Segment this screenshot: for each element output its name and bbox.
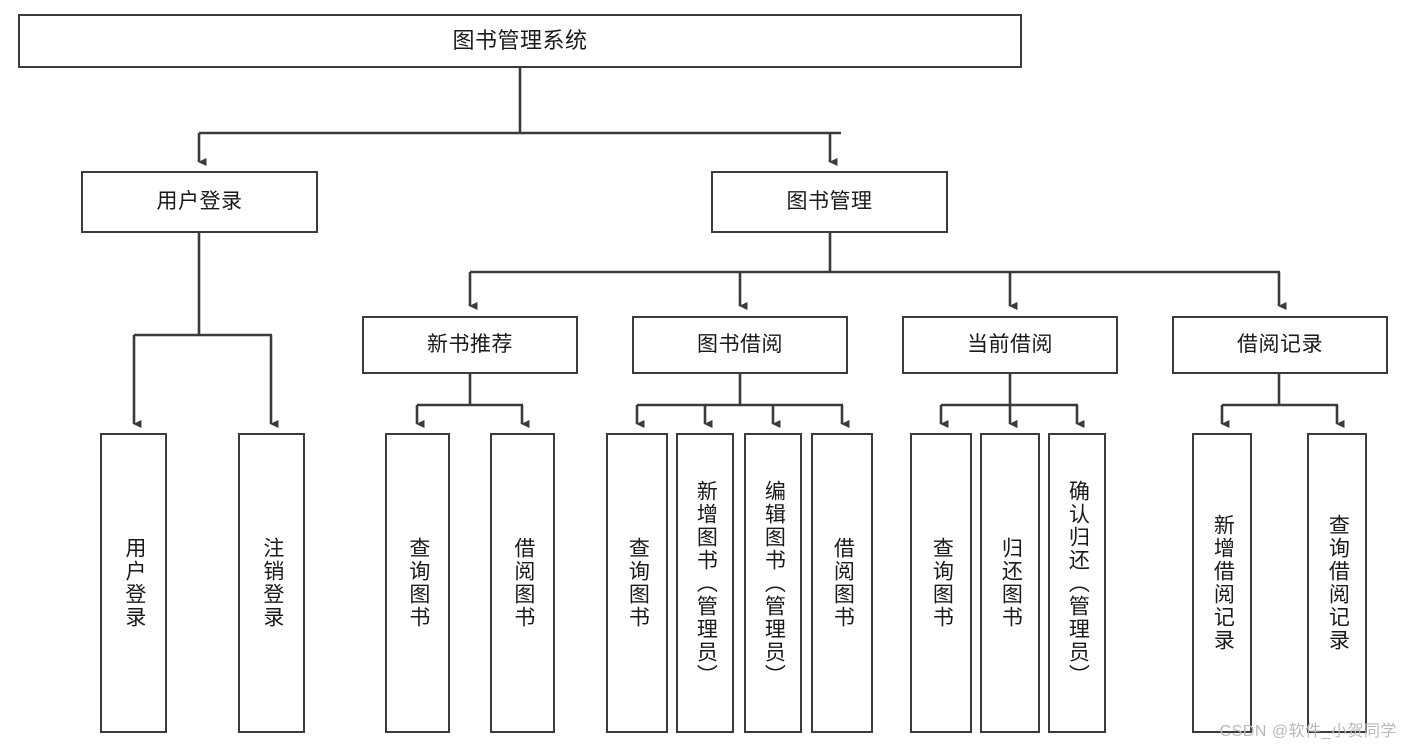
node-leaf-user-login[interactable]: 用户登录 [100,433,167,733]
node-current-borrow[interactable]: 当前借阅 [902,316,1118,374]
node-leaf-edit-book[interactable]: 编辑图书（管理员） [744,433,802,733]
node-borrow-record[interactable]: 借阅记录 [1172,316,1388,374]
node-leaf-borrow-book-2[interactable]: 借阅图书 [811,433,873,733]
node-leaf-query-record[interactable]: 查询借阅记录 [1307,433,1367,733]
node-leaf-add-record-label: 新增借阅记录 [1211,514,1235,652]
node-leaf-add-book-label: 新增图书（管理员） [694,479,718,687]
node-user-login-label: 用户登录 [156,190,243,214]
node-new-book-rec-label: 新书推荐 [427,333,513,357]
node-leaf-borrow-book-2-label: 借阅图书 [831,537,855,629]
node-leaf-user-login-label: 用户登录 [122,537,146,629]
node-book-manage-label: 图书管理 [786,190,873,214]
node-leaf-query-book-3-label: 查询图书 [930,537,954,629]
node-current-borrow-label: 当前借阅 [967,333,1053,357]
node-leaf-logout-login-label: 注销登录 [260,537,284,629]
node-book-manage[interactable]: 图书管理 [711,171,948,233]
node-leaf-edit-book-label: 编辑图书（管理员） [762,479,786,687]
node-book-borrow-label: 图书借阅 [697,333,783,357]
node-leaf-add-book[interactable]: 新增图书（管理员） [676,433,734,733]
node-leaf-query-record-label: 查询借阅记录 [1326,514,1350,652]
node-leaf-query-book-2[interactable]: 查询图书 [606,433,668,733]
node-leaf-return-book[interactable]: 归还图书 [980,433,1040,733]
node-leaf-query-book-1-label: 查询图书 [406,537,430,629]
node-leaf-borrow-book-1-label: 借阅图书 [511,537,535,629]
watermark-text: CSDN @软件_小贺同学 [1219,723,1397,740]
node-new-book-rec[interactable]: 新书推荐 [362,316,578,374]
node-leaf-borrow-book-1[interactable]: 借阅图书 [490,433,555,733]
node-leaf-confirm-return-label: 确认归还（管理员） [1066,479,1090,687]
node-leaf-query-book-1[interactable]: 查询图书 [385,433,450,733]
node-root-label: 图书管理系统 [452,27,588,53]
node-leaf-query-book-2-label: 查询图书 [626,537,650,629]
node-leaf-query-book-3[interactable]: 查询图书 [910,433,972,733]
node-root[interactable]: 图书管理系统 [18,14,1022,68]
node-leaf-confirm-return[interactable]: 确认归还（管理员） [1048,433,1106,733]
node-leaf-add-record[interactable]: 新增借阅记录 [1192,433,1252,733]
node-leaf-logout-login[interactable]: 注销登录 [238,433,305,733]
node-borrow-record-label: 借阅记录 [1237,333,1323,357]
node-user-login[interactable]: 用户登录 [81,171,318,233]
node-leaf-return-book-label: 归还图书 [999,537,1023,629]
node-book-borrow[interactable]: 图书借阅 [632,316,848,374]
